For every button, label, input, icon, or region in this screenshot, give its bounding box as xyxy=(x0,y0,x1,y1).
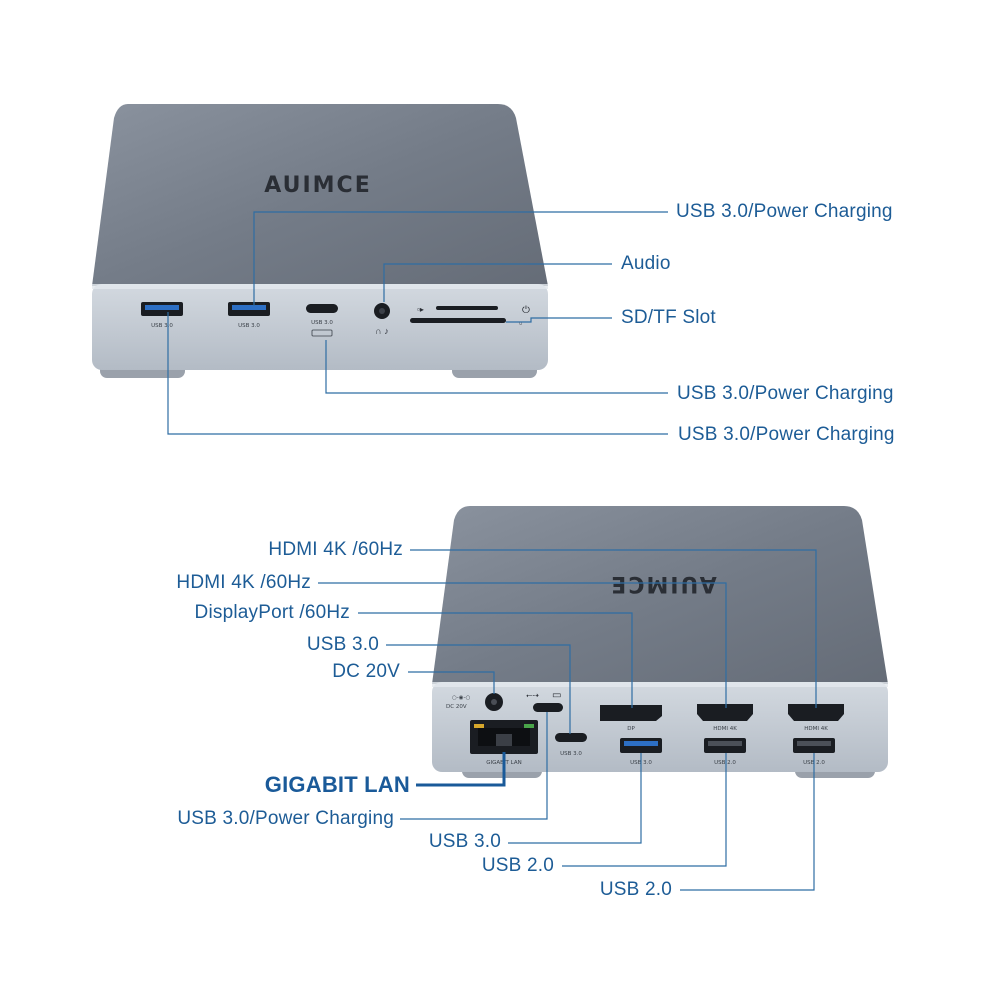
rear-hdmi-port-1 xyxy=(697,704,753,721)
front-usb30-power-charging-label-2: USB 3.0/Power Charging xyxy=(677,383,894,404)
rear-usb30-top-label: USB 3.0 xyxy=(306,634,379,655)
rear-usb20-label-2: USB 2.0 xyxy=(599,879,672,900)
rear-usb30-bottom-label: USB 3.0 xyxy=(428,831,501,852)
rear-usb30-power-charging-label: USB 3.0/Power Charging xyxy=(177,808,394,829)
dc-polarity-icon: ○-◉-○ xyxy=(452,695,471,701)
front-usb30-power-charging-label-3: USB 3.0/Power Charging xyxy=(678,424,895,445)
rear-device: AUIMCE ○-◉-○ DC 20V GIGABIT LAN ⭠⇢ ▭ USB… xyxy=(432,506,888,778)
front-usb-c-port-label: USB 3.0 xyxy=(311,320,333,326)
gigabit-lan-callout-line xyxy=(416,752,506,787)
headset-icon: ∩ ♪ xyxy=(375,326,388,336)
front-callout-lines xyxy=(167,211,668,435)
rear-dc-jack-label: DC 20V xyxy=(446,704,467,710)
front-sd-slot xyxy=(436,306,498,310)
rear-hdmi-port-1-label: HDMI 4K xyxy=(713,726,737,732)
rear-displayport-port xyxy=(600,705,662,721)
rear-usb-c-port xyxy=(533,703,563,712)
front-device-face xyxy=(92,284,548,370)
front-brand-logo: AUIMCE xyxy=(264,173,371,198)
usb-symbol-icon: ⭠⇢ xyxy=(526,691,539,700)
laptop-icon: ▭ xyxy=(552,690,561,701)
rear-usb-c-port-2 xyxy=(555,733,587,742)
front-usb-a-port-1-label: USB 3.0 xyxy=(151,323,173,329)
rear-dc-label: DC 20V xyxy=(332,661,400,682)
rear-gigabit-lan-label: GIGABIT LAN xyxy=(264,772,410,797)
front-audio-label: Audio xyxy=(621,253,671,274)
rear-hdmi-label-2: HDMI 4K /60Hz xyxy=(176,572,311,593)
front-device-top xyxy=(92,104,548,286)
front-tf-slot xyxy=(410,318,506,323)
rear-displayport-label: DisplayPort /60Hz xyxy=(194,602,350,623)
front-usb30-power-charging-label-1: USB 3.0/Power Charging xyxy=(676,201,893,222)
rear-displayport-port-label: DP xyxy=(627,726,635,732)
rear-hdmi-label-1: HDMI 4K /60Hz xyxy=(268,539,403,560)
rear-usb-c-port-label: USB 3.0 xyxy=(560,751,582,757)
tf-card-icon: ▫ xyxy=(519,318,522,328)
front-usb-c-port xyxy=(306,304,338,313)
rear-callout-lines xyxy=(318,549,817,891)
front-usb-a-port-2-label: USB 3.0 xyxy=(238,323,260,329)
rear-hdmi-port-2 xyxy=(788,704,844,721)
sd-card-icon: ▫▸ xyxy=(417,305,424,314)
rear-hdmi-port-2-label: HDMI 4K xyxy=(804,726,828,732)
front-sd-tf-slot-label: SD/TF Slot xyxy=(621,307,716,328)
rear-usb-a-port-2-label: USB 2.0 xyxy=(714,760,736,766)
front-device: AUIMCE USB 3.0 USB 3.0 USB 3.0 ∩ ♪ ▫▸ ⏻ … xyxy=(92,104,548,378)
rear-usb20-label-1: USB 2.0 xyxy=(481,855,554,876)
power-icon: ⏻ xyxy=(522,305,530,316)
